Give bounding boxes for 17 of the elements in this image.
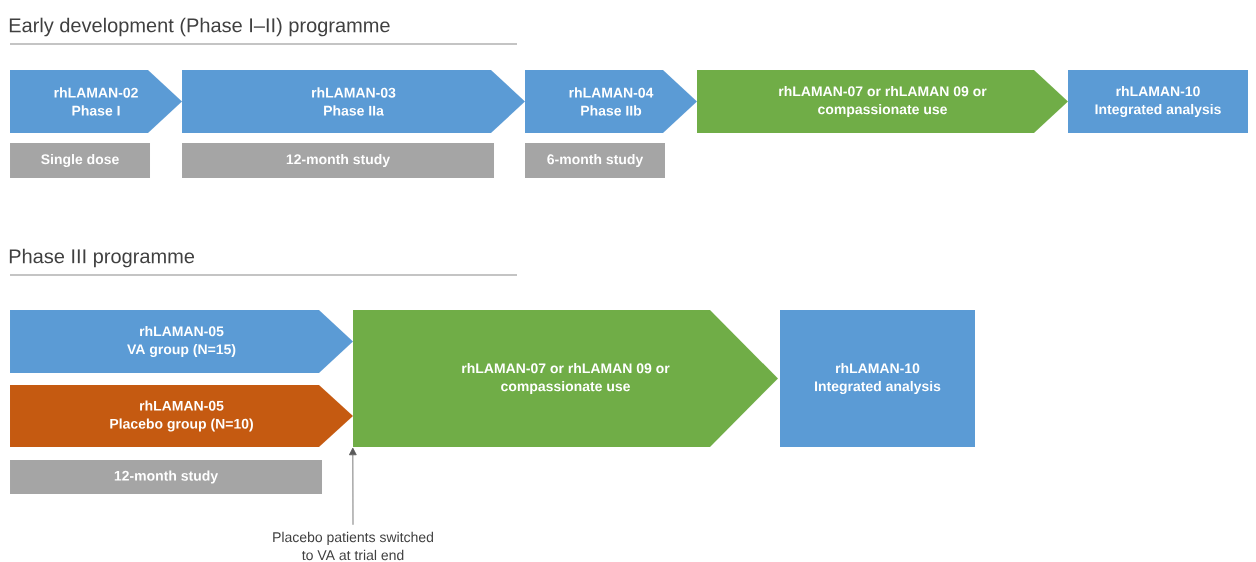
phase-box: rhLAMAN-07 or rhLAMAN 09 or compassionate use	[697, 70, 1068, 133]
phase-box: rhLAMAN-03 Phase IIa	[182, 70, 525, 133]
section-heading: Early development (Phase I–II) programme	[9, 17, 390, 37]
group-box: rhLAMAN-05 VA group (N=15)	[10, 310, 353, 373]
duration-box: 6-month study	[525, 143, 665, 178]
phase-box: rhLAMAN-07 or rhLAMAN 09 or compassionate use	[353, 310, 778, 447]
phase-box: rhLAMAN-04 Phase IIb	[525, 70, 697, 133]
group-box: rhLAMAN-05 Placebo group (N=10)	[10, 385, 353, 447]
note-text: Placebo patients switched to VA at trial end	[273, 531, 433, 561]
duration-box: 12-month study	[10, 460, 322, 494]
leader-arrow	[349, 447, 357, 526]
duration-box: Single dose	[10, 143, 150, 178]
analysis-box: rhLAMAN-10 Integrated analysis	[780, 310, 975, 447]
phase-box: rhLAMAN-02 Phase I	[10, 70, 182, 133]
section-heading: Phase III programme	[9, 248, 195, 268]
analysis-box: rhLAMAN-10 Integrated analysis	[1068, 70, 1248, 133]
duration-box: 12-month study	[182, 143, 494, 178]
